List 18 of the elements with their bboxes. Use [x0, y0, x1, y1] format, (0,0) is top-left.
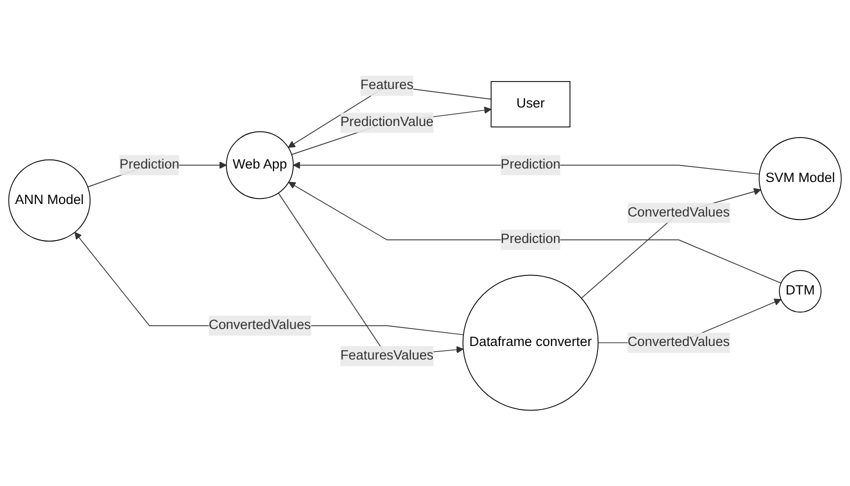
edge-label: PredictionValue	[340, 115, 434, 130]
arrow	[580, 188, 762, 299]
edge-label: Prediction	[120, 158, 180, 172]
node-circle: SVM Model	[758, 137, 842, 220]
edge-label: Features	[360, 78, 414, 92]
node-circle: DTM	[778, 270, 822, 313]
edge-label: Prediction	[500, 232, 560, 247]
node-circle: Dataframe converter	[462, 274, 599, 411]
node-box: User	[490, 81, 570, 128]
edge-label: FeaturesValues	[340, 348, 434, 363]
arrow	[291, 106, 492, 155]
arrow	[288, 182, 782, 284]
edge-label: Prediction	[500, 158, 560, 172]
edge-label: ConvertedValues	[208, 318, 311, 332]
edge-label: ConvertedValues	[628, 335, 730, 350]
node-circle: Web App	[226, 131, 294, 200]
edge-label: ConvertedValues	[628, 205, 730, 220]
node-circle: ANN Model	[8, 159, 91, 242]
